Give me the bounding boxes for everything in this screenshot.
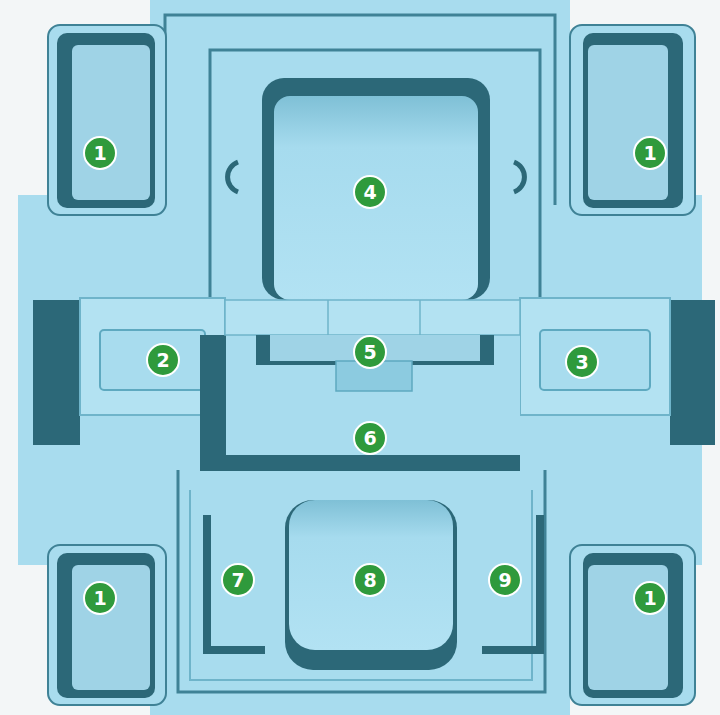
ledge-shadow — [200, 455, 520, 471]
callout-number: 8 — [353, 563, 387, 597]
callout-number: 1 — [633, 581, 667, 615]
card-tray — [520, 298, 670, 415]
card-recess — [540, 330, 650, 390]
shelf-floor — [226, 335, 520, 455]
deep-well-floor — [274, 96, 478, 300]
finger-notch — [228, 162, 238, 192]
callout-number: 3 — [565, 345, 599, 379]
deep-well — [262, 78, 490, 300]
side-slot — [670, 300, 715, 445]
callout-number: 7 — [221, 563, 255, 597]
ledge-shadow — [200, 335, 226, 470]
corner-pocket — [48, 25, 166, 215]
tray-outline — [178, 470, 545, 692]
callout-number: 1 — [83, 581, 117, 615]
shelf-seam — [327, 300, 329, 335]
shelf — [225, 300, 520, 335]
bottom-well — [285, 500, 457, 670]
side-slot — [33, 300, 80, 445]
finger-notch — [514, 162, 524, 192]
side-slot-mark — [207, 515, 265, 650]
bottom-well-floor — [289, 500, 453, 650]
callout-number: 6 — [353, 421, 387, 455]
corner-pocket — [48, 545, 166, 705]
card-recess — [100, 330, 205, 390]
corner-pocket — [570, 25, 695, 215]
corner-pocket — [570, 545, 695, 705]
well-outline — [210, 50, 540, 300]
callout-number: 4 — [353, 175, 387, 209]
side-slot-mark — [482, 515, 540, 650]
callout-number: 5 — [353, 335, 387, 369]
callout-number: 2 — [146, 343, 180, 377]
tray-body — [18, 0, 702, 715]
shelf-seam — [419, 300, 421, 335]
callout-number: 1 — [633, 136, 667, 170]
callout-number: 1 — [83, 136, 117, 170]
callout-number: 9 — [488, 563, 522, 597]
tray-outline — [190, 490, 532, 680]
